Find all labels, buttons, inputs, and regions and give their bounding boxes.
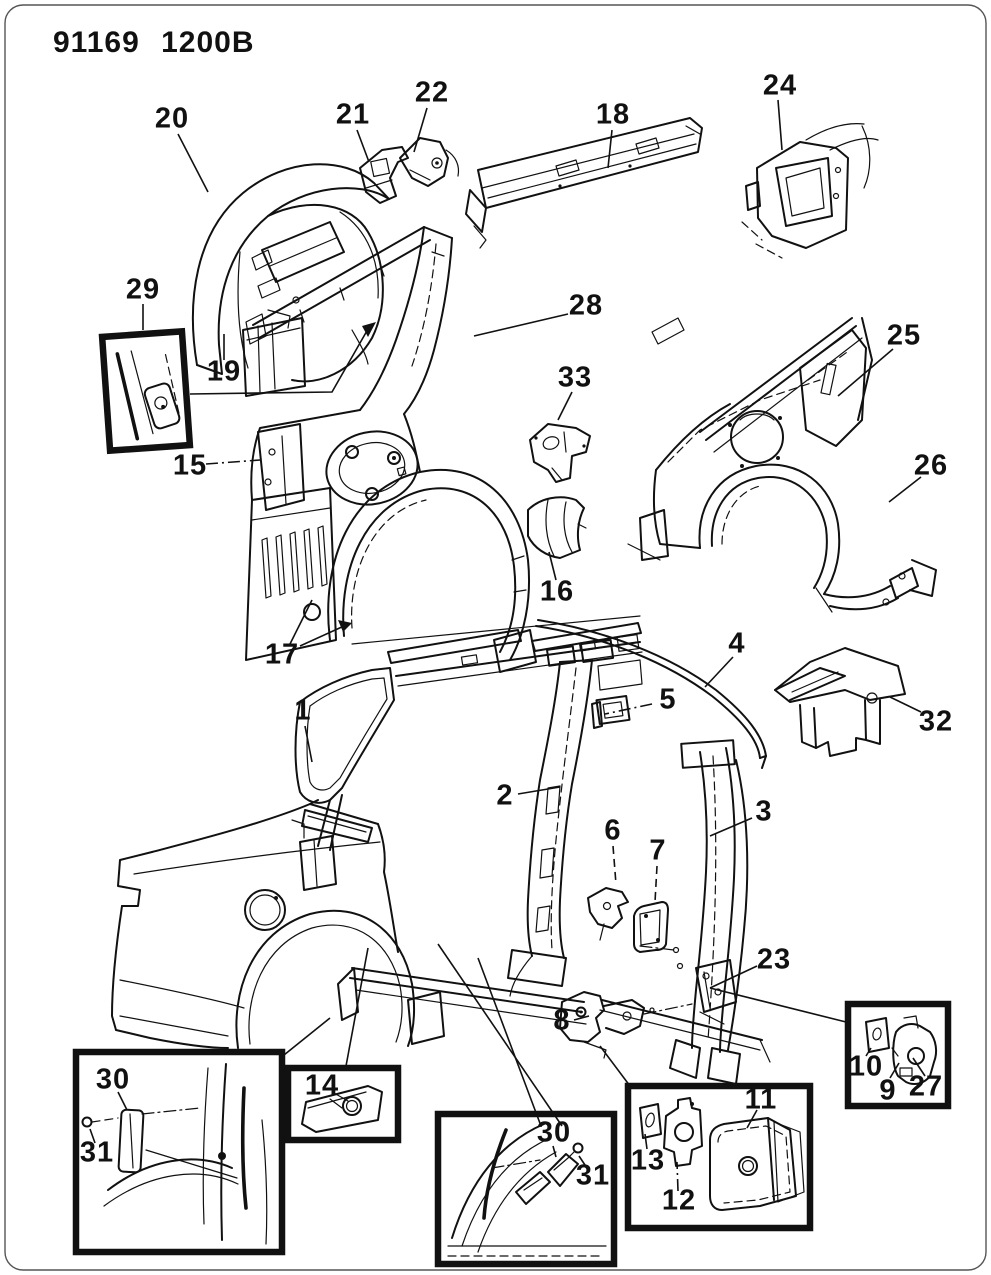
callout-12: 12 bbox=[662, 1185, 696, 1217]
roof-side-rail-drawing bbox=[465, 117, 703, 249]
callout-8: 8 bbox=[553, 1005, 570, 1037]
callout-24: 24 bbox=[763, 70, 797, 102]
callout-1: 1 bbox=[294, 695, 311, 727]
callout-4: 4 bbox=[728, 628, 745, 660]
inner-quarter-panel-right-drawing bbox=[627, 317, 937, 613]
callout-26: 26 bbox=[914, 450, 948, 482]
quarter-panel-outer-drawing bbox=[111, 799, 445, 1049]
callout-3: 3 bbox=[755, 796, 772, 828]
inset-box-30-31-center bbox=[434, 1110, 618, 1268]
callout-21: 21 bbox=[336, 99, 370, 131]
callout-2: 2 bbox=[496, 780, 513, 812]
callout-16: 16 bbox=[540, 576, 574, 608]
bracket-22-drawing bbox=[399, 137, 460, 187]
callout-11: 11 bbox=[745, 1084, 778, 1116]
shield-32-drawing bbox=[774, 647, 906, 757]
callout-31-left: 31 bbox=[80, 1137, 114, 1169]
inner-quarter-panel-left-drawing bbox=[245, 226, 537, 673]
callout-32: 32 bbox=[919, 706, 953, 738]
page-border bbox=[4, 4, 987, 1271]
body-side-aperture-drawing bbox=[291, 615, 771, 1085]
inset-box-29 bbox=[98, 327, 194, 455]
quarter-window-frame-drawing bbox=[741, 123, 879, 259]
callout-17: 17 bbox=[265, 639, 299, 671]
callout-27: 27 bbox=[909, 1071, 943, 1103]
callout-15: 15 bbox=[173, 450, 207, 482]
callout-30-center: 30 bbox=[537, 1117, 571, 1149]
callout-19: 19 bbox=[207, 356, 241, 388]
callout-30-left: 30 bbox=[96, 1064, 130, 1096]
inset-box-9-10-27 bbox=[844, 1000, 952, 1110]
callout-23: 23 bbox=[757, 944, 791, 976]
callout-13: 13 bbox=[631, 1145, 665, 1177]
wheelhouse-inner-drawing bbox=[191, 163, 390, 397]
drawing-number: 91169 1200B bbox=[53, 26, 255, 59]
callout-28: 28 bbox=[569, 290, 603, 322]
callout-7: 7 bbox=[649, 835, 666, 867]
callout-22: 22 bbox=[415, 77, 449, 109]
inset-box-30-31-left bbox=[72, 1048, 286, 1256]
callout-6: 6 bbox=[604, 815, 621, 847]
inset-box-11-12-13 bbox=[624, 1082, 814, 1232]
callout-20: 20 bbox=[155, 103, 189, 135]
callout-29: 29 bbox=[126, 274, 160, 306]
callout-33: 33 bbox=[558, 362, 592, 394]
callout-10: 10 bbox=[849, 1051, 883, 1083]
callout-18: 18 bbox=[596, 99, 630, 131]
callout-5: 5 bbox=[659, 684, 676, 716]
callout-31-center: 31 bbox=[576, 1160, 610, 1192]
callout-9: 9 bbox=[879, 1075, 896, 1107]
leader-lines bbox=[89, 99, 926, 1192]
callout-25: 25 bbox=[887, 320, 921, 352]
inset-box-14 bbox=[284, 1064, 402, 1144]
bracket-21-drawing bbox=[359, 146, 409, 204]
support-16-drawing bbox=[527, 496, 587, 559]
callout-14: 14 bbox=[305, 1070, 339, 1102]
bracket-33-drawing bbox=[529, 423, 591, 483]
